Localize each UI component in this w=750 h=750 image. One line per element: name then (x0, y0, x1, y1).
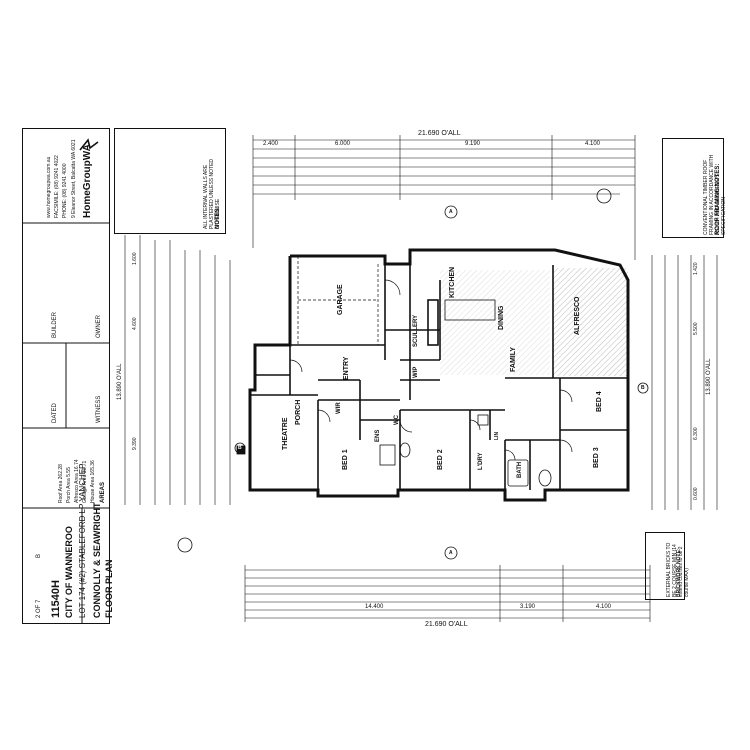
overall-width-top: 21.690 O'ALL (418, 130, 461, 137)
room-entry: ENTRY (343, 356, 350, 380)
room-porch: PORCH (295, 399, 302, 425)
company-fax: FACSIMILE: (08) 9241 4022 (54, 155, 60, 218)
fixtures (379, 299, 552, 487)
north-point-icon (177, 537, 193, 553)
overall-width-bottom: 21.690 O'ALL (425, 621, 468, 628)
room-ens: ENS (375, 429, 381, 442)
council-name: CITY OF WANNEROO (64, 526, 74, 618)
drawing-title: FLOOR PLAN (104, 559, 114, 619)
brickwork-text: EXTERNAL BRICKS TO BE 2 COURSE MIN (14 e… (666, 542, 690, 597)
top-seg-4: 4.100 (585, 141, 601, 147)
lot-address: LOT 174 (#2) STABLEFORD LP YANCHEP (78, 463, 87, 618)
room-theatre: THEATRE (282, 417, 289, 450)
door-swings (289, 279, 573, 461)
left-seg-1: 1.600 (132, 252, 138, 265)
room-wc: WC (394, 415, 400, 425)
left-dimension-lines (124, 235, 231, 505)
overall-depth-left: 13.890 O'ALL (117, 363, 123, 400)
notes-box: NOTES: ALL INTERNAL WALLS ARE PLASTERED … (114, 128, 226, 234)
right-seg-3: 6.300 (693, 427, 699, 440)
room-dining: DINING (498, 305, 505, 331)
room-kitchen: KITCHEN (449, 266, 456, 298)
builder-label: BUILDER (52, 311, 58, 338)
left-seg-2: 4.600 (132, 317, 138, 330)
overall-depth-right: 13.890 O'ALL (706, 358, 712, 395)
notes-text: ALL INTERNAL WALLS ARE PLASTERED UNLESS … (203, 158, 221, 229)
room-family: FAMILY (510, 346, 517, 372)
logo-icon (79, 138, 99, 151)
company-phone: PHONE: (08) 9241 4000 (62, 163, 68, 218)
kitchen-bench (444, 299, 496, 321)
company-address: 9 Eleanor Street, Balcatta WA 6021 (71, 139, 77, 218)
witness-label: WITNESS (96, 395, 102, 423)
toilet-icon (538, 469, 552, 487)
company-name: HomeGroupWA (82, 144, 93, 218)
bottom-seg-3: 4.100 (596, 604, 612, 610)
alfresco-hatch (553, 268, 628, 376)
title-block: HomeGroupWA 9 Eleanor Street, Balcatta W… (22, 128, 114, 624)
areas-title: AREAS (100, 481, 106, 503)
room-bed-3: BED 3 (593, 447, 600, 468)
shower-icon (379, 444, 396, 466)
section-marker-b-right: B (641, 385, 645, 391)
room-bed-1: BED 1 (342, 449, 349, 470)
top-dimension-lines (252, 135, 636, 260)
left-seg-3: 9.390 (132, 437, 138, 450)
roof-framing-text: CONVENTIONAL TIMBER ROOF FRAMING IN ACCO… (703, 154, 727, 235)
top-seg-1: 2.400 (263, 141, 279, 147)
room-wip: WIP (413, 366, 419, 378)
room-bed-4: BED 4 (596, 391, 603, 412)
area-house: House Area 165.36 (90, 460, 96, 503)
section-marker-b-left: B (238, 445, 242, 451)
section-marker-a-top: A (449, 209, 453, 215)
bottom-seg-2: 3.190 (520, 604, 536, 610)
north-point-icon-2 (596, 188, 612, 204)
room-scullery: SCULLERY (413, 314, 419, 347)
brickwork-note: BRICKWORK NOTE: EXTERNAL BRICKS TO BE 2 … (645, 532, 690, 600)
top-seg-2: 6.000 (335, 141, 351, 147)
sheet-number: 2 OF 7 (36, 599, 42, 618)
room-garage: GARAGE (337, 284, 344, 315)
ens-toilet-icon (399, 442, 411, 458)
area-roof: Roof Area 262.28 (58, 464, 64, 503)
house-name: CONNOLLY & SEAWRIGHT (92, 502, 102, 618)
section-marker-a-bottom: A (449, 550, 453, 556)
room-wir: WIR (336, 402, 342, 414)
roof-framing-notes: ROOF FRAMING NOTES: CONVENTIONAL TIMBER … (662, 138, 727, 238)
right-seg-1: 1.420 (693, 262, 699, 275)
right-seg-4: 0.600 (693, 487, 699, 500)
dining-hatch (440, 270, 550, 375)
top-seg-3: 9.190 (465, 141, 481, 147)
revision: B (36, 553, 42, 558)
date-label: DATED (52, 403, 58, 423)
room-alfresco: ALFRESCO (574, 296, 581, 336)
bottom-seg-1: 14.400 (365, 604, 384, 610)
title-block-frame (22, 128, 110, 624)
room-linen: LIN (494, 431, 500, 440)
bottom-dimension-lines (244, 565, 651, 622)
wc-icon (477, 414, 489, 426)
owner-label: OWNER (96, 315, 102, 338)
company-web: www.homegroupwa.com.au (46, 156, 52, 218)
room-laundry: L'DRY (478, 452, 484, 470)
job-number: 11540H (50, 580, 62, 618)
area-porch: Porch Area 5.55 (66, 467, 72, 503)
room-bed-2: BED 2 (437, 449, 444, 470)
right-seg-2: 5.500 (693, 322, 699, 335)
room-bath: BATH (517, 461, 523, 478)
